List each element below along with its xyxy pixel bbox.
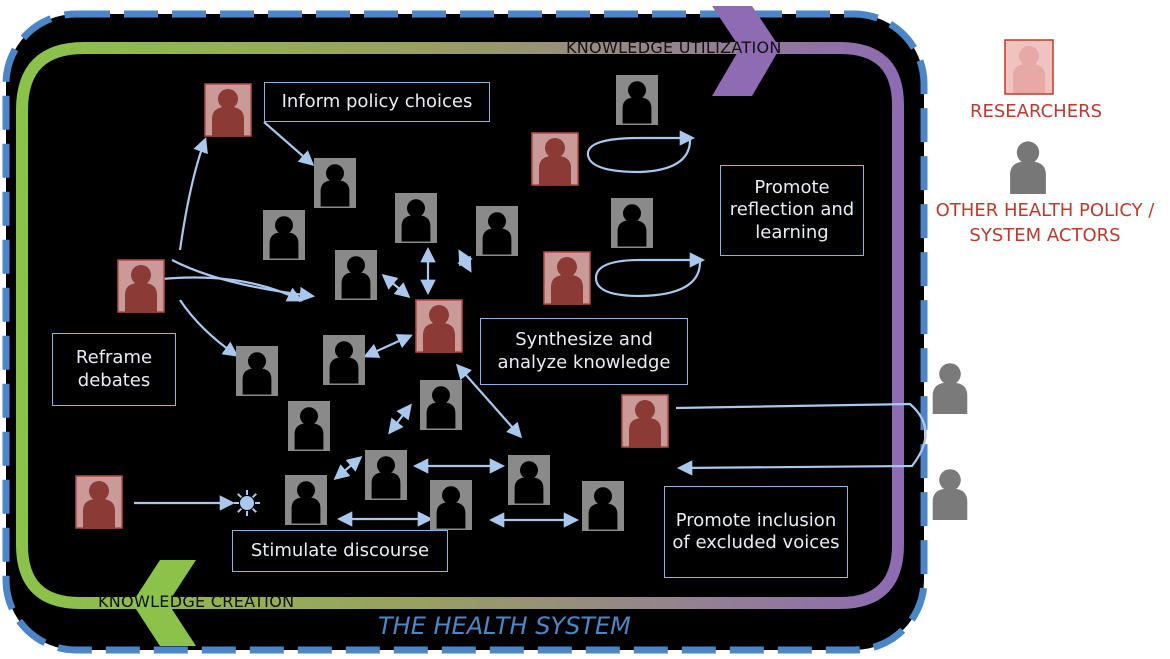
discourse-burst-ray <box>251 507 257 513</box>
actor-figure <box>335 250 377 300</box>
utilization-chevron <box>712 6 780 96</box>
actor-figure <box>285 475 327 525</box>
researcher-figure <box>117 259 165 313</box>
discourse-burst-ray <box>237 507 243 513</box>
reframe-arrow-3 <box>179 299 239 357</box>
actor-figure <box>430 480 472 530</box>
sync-arrow-b <box>457 249 473 273</box>
knowledge-utilization-label: KNOWLEDGE UTILIZATION <box>566 38 782 57</box>
sync-arrow-e <box>455 363 523 439</box>
synthesize-analyze-box: Synthesize and analyze knowledge <box>480 318 688 385</box>
reflection-loop-1 <box>586 130 696 174</box>
actor-figure <box>508 455 550 505</box>
actor-figure <box>263 210 305 260</box>
people <box>75 75 968 531</box>
reframe-arrow-2 <box>151 276 303 302</box>
researcher-figure <box>204 83 252 137</box>
reflection-learning-box: Promote reflection and learning <box>720 165 864 256</box>
legend-researcher-icon <box>1004 39 1054 95</box>
actor-figure <box>236 346 278 396</box>
sync-arrow-c <box>381 274 411 298</box>
connectors <box>134 121 927 528</box>
researcher-figure <box>621 394 669 448</box>
researcher-figure <box>531 132 579 186</box>
actor-figure <box>288 401 330 451</box>
legend-other-actors-label: OTHER HEALTH POLICY / SYSTEM ACTORS <box>935 200 1155 247</box>
stimulate-discourse-box: Stimulate discourse <box>232 530 448 572</box>
actor-figure <box>582 481 624 531</box>
external-actor-figure <box>932 469 968 520</box>
cycle-band <box>16 42 904 609</box>
knowledge-creation-label: KNOWLEDGE CREATION <box>98 592 295 611</box>
inform-arrow <box>263 121 315 167</box>
sync-arrow-g <box>333 456 363 480</box>
researcher-figure <box>415 299 463 353</box>
system-panel <box>6 14 924 650</box>
legend-actor-icon <box>1010 141 1046 194</box>
discourse-burst-ray <box>251 493 257 499</box>
actor-figure <box>616 75 658 125</box>
promote-inclusion-box: Promote inclusion of excluded voices <box>664 486 848 578</box>
reframe-debates-box: Reframe debates <box>52 333 176 406</box>
creation-chevron <box>132 560 196 646</box>
actor-figure <box>476 206 518 256</box>
legend-icons <box>1004 39 1054 194</box>
legend-researchers-label: RESEARCHERS <box>970 101 1103 122</box>
actor-figure <box>611 198 653 248</box>
discourse-burst-ray <box>237 493 243 499</box>
sync-arrow-d <box>363 334 413 358</box>
researcher-figure <box>543 251 591 305</box>
researcher-figure <box>75 475 123 529</box>
actor-figure <box>420 380 462 430</box>
inform-policy-box: Inform policy choices <box>264 82 490 122</box>
health-system-label: THE HEALTH SYSTEM <box>378 612 631 640</box>
actor-figure <box>323 335 365 385</box>
actor-figure <box>365 450 407 500</box>
inclusion-arrow <box>675 402 927 476</box>
external-actor-figure <box>932 363 968 414</box>
reflection-loop-2 <box>594 252 706 298</box>
discourse-burst <box>240 496 254 510</box>
dashed-border <box>2 10 928 654</box>
sync-arrow-f <box>388 403 412 435</box>
actor-figure <box>314 158 356 208</box>
actor-figure <box>395 193 437 243</box>
inform-curve-arrow <box>178 137 208 251</box>
